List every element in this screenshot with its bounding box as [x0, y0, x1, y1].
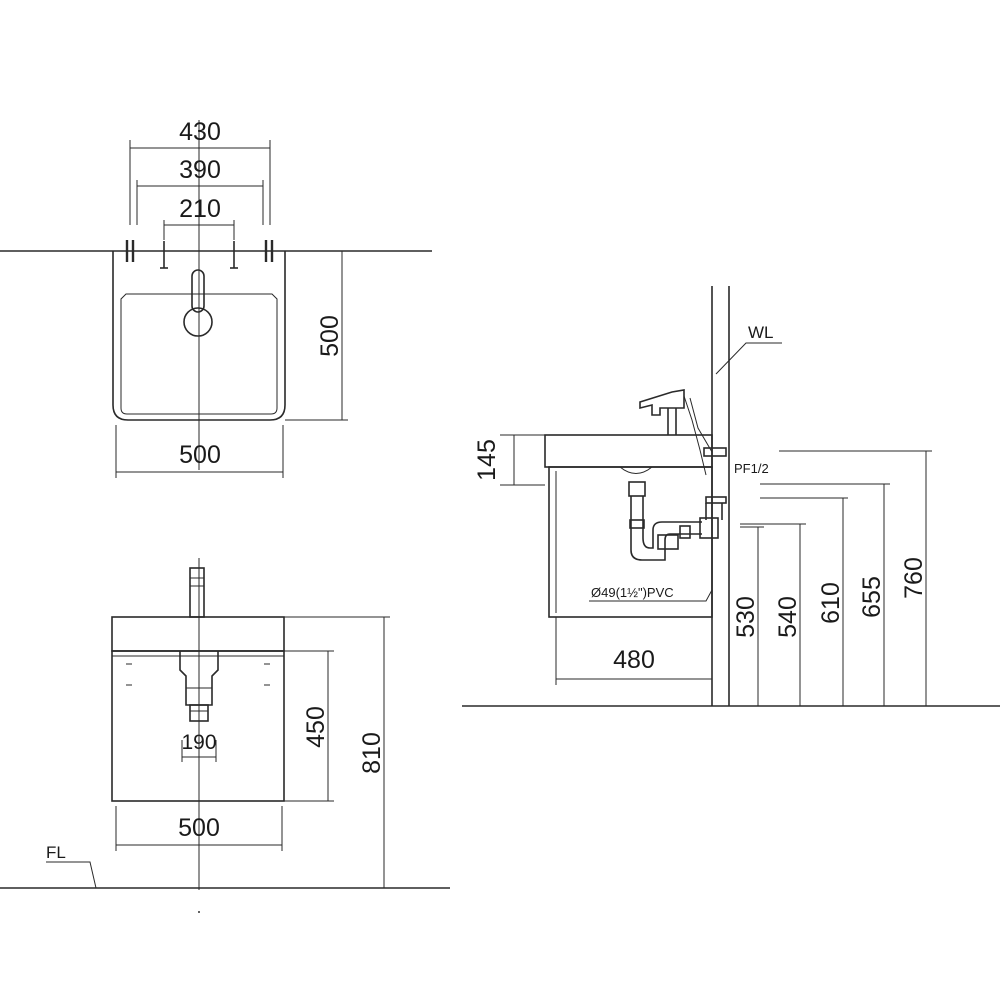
mounting-brackets — [122, 240, 277, 269]
cabinet-hinge-marks — [126, 663, 270, 686]
dim-145-label: 145 — [473, 439, 501, 481]
side-faucet-icon — [639, 389, 713, 476]
dim-530-label: 530 — [732, 596, 760, 638]
dim-610-label: 610 — [817, 582, 845, 624]
wall-label: WL — [748, 323, 774, 342]
basin-bowl — [120, 293, 278, 415]
faucet-spout — [191, 269, 205, 313]
drain-leader — [589, 550, 713, 602]
dim-450-label: 450 — [302, 706, 330, 748]
dim-210-label: 210 — [179, 195, 221, 223]
wl-leader — [715, 342, 782, 375]
side-basin — [544, 434, 713, 468]
dim-390-label: 390 — [179, 156, 221, 184]
drain-label: Ø49(1½")PVC — [591, 585, 674, 600]
dim-500-depth-label: 500 — [316, 315, 344, 357]
dim-760-label: 760 — [900, 557, 928, 599]
dim-500-width-label: 500 — [179, 441, 221, 469]
front-view: 190 450 810 500 FL — [0, 558, 450, 913]
dim-655-label: 655 — [858, 576, 886, 618]
floor-label: FL — [46, 843, 66, 862]
faucet-base-icon — [183, 307, 213, 337]
fl-leader — [46, 861, 97, 889]
dim-430-label: 430 — [179, 118, 221, 146]
side-drain-trap — [619, 466, 719, 561]
front-faucet-icon — [189, 567, 205, 618]
dim-480-label: 480 — [613, 646, 655, 674]
supply-label: PF1/2 — [734, 461, 769, 476]
top-view: 430 390 210 500 500 — [0, 118, 432, 478]
dim-810-label: 810 — [358, 732, 386, 774]
height-dimensions — [740, 450, 932, 706]
side-supply-valve — [703, 447, 727, 520]
side-view: WL PF1/2 — [462, 286, 1000, 707]
front-cabinet — [111, 650, 285, 802]
side-cabinet — [548, 466, 713, 618]
front-basin-top — [111, 616, 285, 652]
dim-540-label: 540 — [774, 596, 802, 638]
dim-500-front-width-label: 500 — [178, 814, 220, 842]
